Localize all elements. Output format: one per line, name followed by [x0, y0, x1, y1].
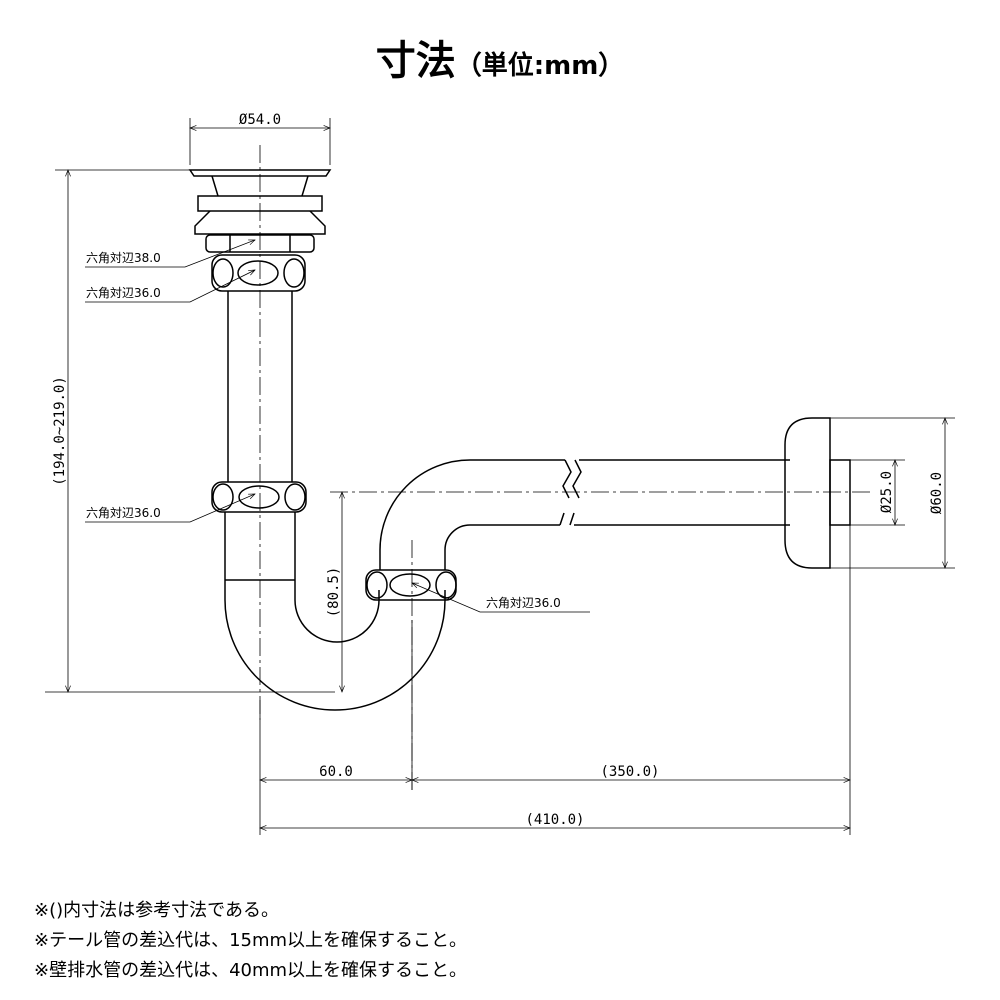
- callout-hex-36-right: 六角対辺36.0: [486, 596, 561, 610]
- note: ※()内寸法は参考寸法である。: [34, 900, 279, 921]
- callout-hex-36-middle: 六角対辺36.0: [86, 506, 161, 520]
- dim-top-diameter: Ø54.0: [239, 112, 281, 128]
- hex-nut-right: [365, 569, 457, 601]
- note: ※壁排水管の差込代は、40mm以上を確保すること。: [34, 960, 468, 981]
- dim-total-height: (194.0~219.0): [52, 376, 68, 486]
- dim-trap-width: 60.0: [319, 764, 353, 780]
- dim-trap-height: (80.5): [326, 567, 342, 618]
- title-unit: （単位:mm）: [455, 51, 625, 81]
- callout-hex-36-top: 六角対辺36.0: [86, 286, 161, 300]
- note: ※テール管の差込代は、15mm以上を確保すること。: [34, 930, 468, 951]
- page-title: 寸法（単位:mm）: [0, 28, 1000, 86]
- dimension-lines: [45, 118, 955, 835]
- dim-pipe-diameter: Ø25.0: [879, 471, 895, 513]
- wall-pipe: [379, 417, 851, 570]
- center-lines: [259, 145, 870, 790]
- dim-wall-pipe-length: (350.0): [600, 764, 659, 780]
- callout-hex-38: 六角対辺38.0: [86, 251, 161, 265]
- title-main: 寸法: [375, 38, 456, 84]
- dim-overall-width: (410.0): [525, 812, 584, 828]
- tail-pipe: [227, 291, 293, 482]
- dim-escutcheon-diameter: Ø60.0: [929, 472, 945, 514]
- hex-nut-middle: [211, 481, 307, 513]
- hex-nut-top: [211, 254, 306, 292]
- notes: ※()内寸法は参考寸法である。 ※テール管の差込代は、15mm以上を確保すること…: [34, 896, 467, 986]
